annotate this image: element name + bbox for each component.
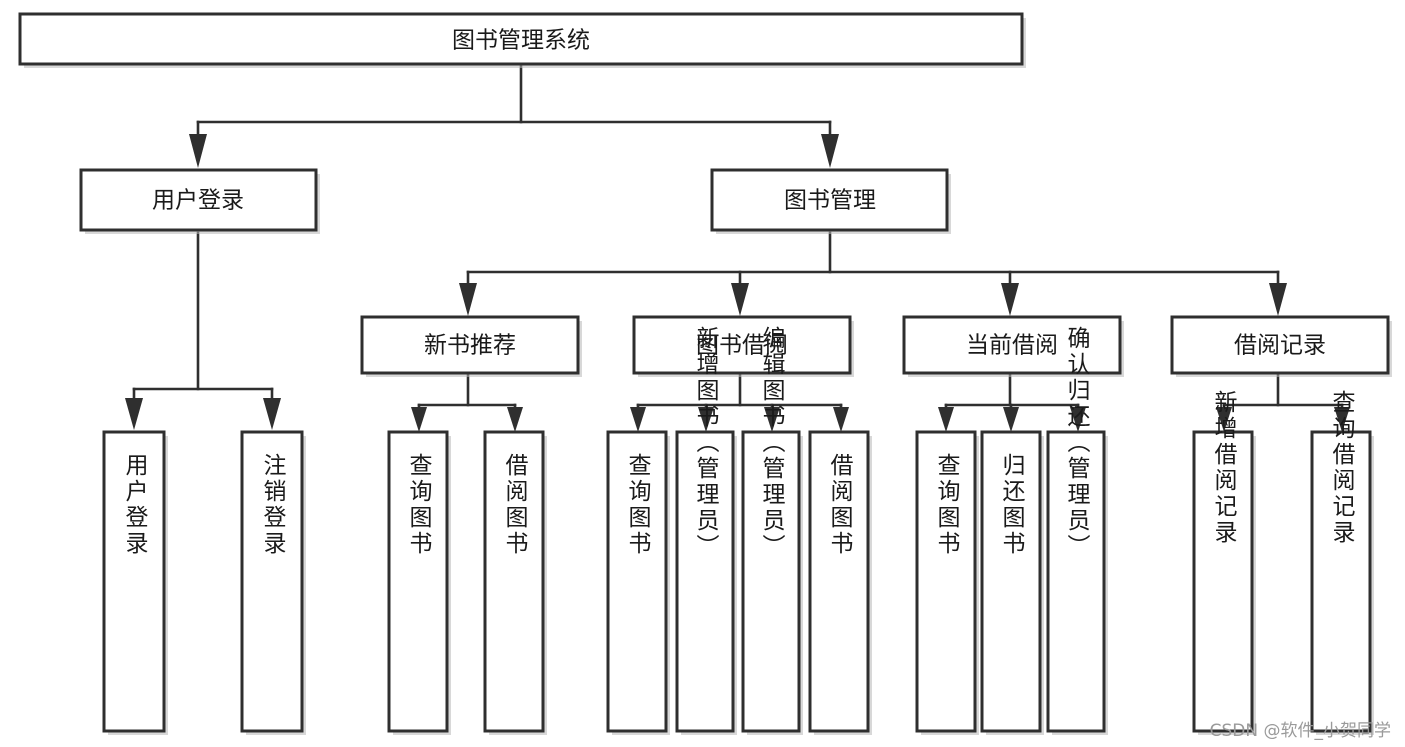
node-leaf-add-book[interactable]: 新增图书（管理员） [675, 326, 737, 735]
arrow-head-book-management [821, 134, 839, 168]
arrow-head-leaf-borrow-book-1 [507, 407, 523, 432]
arrow-head-leaf-query-book-1 [411, 407, 427, 432]
arrow-head-current-borrow [1001, 283, 1019, 316]
node-leaf-borrow-book-2-label: 借阅图书 [826, 453, 854, 557]
node-leaf-query-book-3-label: 查询图书 [933, 453, 961, 557]
node-leaf-add-record-box[interactable] [1192, 430, 1254, 733]
node-user-login[interactable]: 用户登录 [79, 168, 320, 234]
arrow-head-new-book-recommend [459, 283, 477, 316]
arrow-head-leaf-query-book-2 [630, 407, 646, 432]
node-new-book-recommend-label: 新书推荐 [424, 333, 516, 359]
node-leaf-user-logout-label: 注销登录 [259, 453, 287, 557]
node-leaf-query-record-label: 查询借阅记录 [1328, 390, 1356, 546]
node-leaf-return-book[interactable]: 归还图书 [980, 430, 1044, 735]
node-leaf-confirm-return-box[interactable] [1046, 430, 1106, 733]
arrow-head-leaf-user-logout [263, 398, 281, 430]
node-book-borrow-box[interactable] [632, 315, 852, 375]
node-current-borrow[interactable]: 当前借阅 [902, 315, 1124, 377]
arrow-head-leaf-return-book [1003, 407, 1019, 432]
node-leaf-borrow-book-2-box[interactable] [808, 430, 870, 733]
node-leaf-query-book-3[interactable]: 查询图书 [915, 430, 979, 735]
edge-group-borrow-record-to-leaves [1216, 373, 1350, 432]
arrow-head-leaf-add-record [1216, 407, 1232, 432]
node-book-management-label: 图书管理 [784, 188, 876, 214]
node-leaf-borrow-book-1-label: 借阅图书 [501, 453, 529, 557]
node-book-borrow-label: 图书借阅 [696, 333, 788, 359]
node-book-borrow[interactable]: 图书借阅 [632, 315, 854, 377]
node-leaf-confirm-return-label: 确认归还（管理员） [1063, 326, 1091, 560]
node-leaf-borrow-book-1[interactable]: 借阅图书 [483, 430, 547, 735]
node-leaf-borrow-book-2[interactable]: 借阅图书 [808, 430, 872, 735]
arrow-head-leaf-edit-book [764, 407, 780, 432]
edge-group-book-management-to-level3 [459, 231, 1287, 316]
node-book-management[interactable]: 图书管理 [710, 168, 951, 234]
node-leaf-edit-book-box[interactable] [741, 430, 801, 733]
node-new-book-recommend-box[interactable] [360, 315, 580, 375]
node-root[interactable]: 图书管理系统 [18, 12, 1026, 68]
node-leaf-query-book-1-label: 查询图书 [405, 453, 433, 557]
edge-group-user-login-to-leaves [125, 231, 281, 430]
edge-group-current-borrow-to-leaves [938, 373, 1086, 432]
node-leaf-query-book-1[interactable]: 查询图书 [387, 430, 451, 735]
node-leaf-query-record-box[interactable] [1310, 430, 1372, 733]
node-leaf-user-logout-box[interactable] [240, 430, 304, 733]
node-borrow-record-label: 借阅记录 [1234, 333, 1326, 359]
edge-group-root-to-level2 [189, 64, 839, 168]
arrow-head-leaf-confirm-return [1070, 407, 1086, 432]
node-user-login-box[interactable] [79, 168, 318, 232]
edge-group-book-borrow-to-leaves [630, 373, 849, 432]
arrow-head-user-login [189, 134, 207, 168]
edge-group-new-book-recommend-to-leaves [411, 373, 523, 432]
node-borrow-record-box[interactable] [1170, 315, 1390, 375]
arrow-head-leaf-user-login [125, 398, 143, 430]
node-leaf-query-book-1-box[interactable] [387, 430, 449, 733]
node-leaf-user-login-box[interactable] [102, 430, 166, 733]
node-leaf-return-book-box[interactable] [980, 430, 1042, 733]
node-leaf-add-record[interactable]: 新增借阅记录 [1192, 390, 1256, 735]
node-user-login-label: 用户登录 [152, 188, 244, 214]
node-leaf-edit-book-label: 编辑图书（管理员） [758, 326, 786, 560]
node-leaf-add-book-box[interactable] [675, 430, 735, 733]
node-leaf-query-book-3-box[interactable] [915, 430, 977, 733]
node-leaf-confirm-return[interactable]: 确认归还（管理员） [1046, 326, 1108, 735]
node-current-borrow-label: 当前借阅 [966, 333, 1058, 359]
arrow-head-leaf-add-book [698, 407, 714, 432]
arrow-head-borrow-record [1269, 283, 1287, 316]
node-leaf-query-book-2-box[interactable] [606, 430, 668, 733]
node-leaf-query-book-2[interactable]: 查询图书 [606, 430, 670, 735]
node-leaf-add-book-label: 新增图书（管理员） [692, 326, 720, 560]
arrow-head-leaf-query-record [1334, 407, 1350, 432]
node-leaf-user-login-label: 用户登录 [121, 453, 149, 557]
csdn-watermark: CSDN @软件_小贺同学 [1209, 721, 1391, 741]
node-root-label: 图书管理系统 [452, 28, 590, 54]
arrow-head-book-borrow [731, 283, 749, 316]
node-leaf-edit-book[interactable]: 编辑图书（管理员） [741, 326, 803, 735]
arrow-head-leaf-query-book-3 [938, 407, 954, 432]
node-leaf-query-record[interactable]: 查询借阅记录 [1310, 390, 1374, 735]
arrow-head-leaf-borrow-book-2 [833, 407, 849, 432]
node-new-book-recommend[interactable]: 新书推荐 [360, 315, 582, 377]
node-leaf-user-logout[interactable]: 注销登录 [240, 430, 306, 735]
node-current-borrow-box[interactable] [902, 315, 1122, 375]
node-root-box[interactable] [18, 12, 1024, 66]
node-leaf-query-book-2-label: 查询图书 [624, 453, 652, 557]
node-borrow-record[interactable]: 借阅记录 [1170, 315, 1392, 377]
node-leaf-borrow-book-1-box[interactable] [483, 430, 545, 733]
node-leaf-user-login[interactable]: 用户登录 [102, 430, 168, 735]
node-leaf-add-record-label: 新增借阅记录 [1210, 390, 1238, 546]
node-book-management-box[interactable] [710, 168, 949, 232]
node-leaf-return-book-label: 归还图书 [998, 453, 1026, 557]
